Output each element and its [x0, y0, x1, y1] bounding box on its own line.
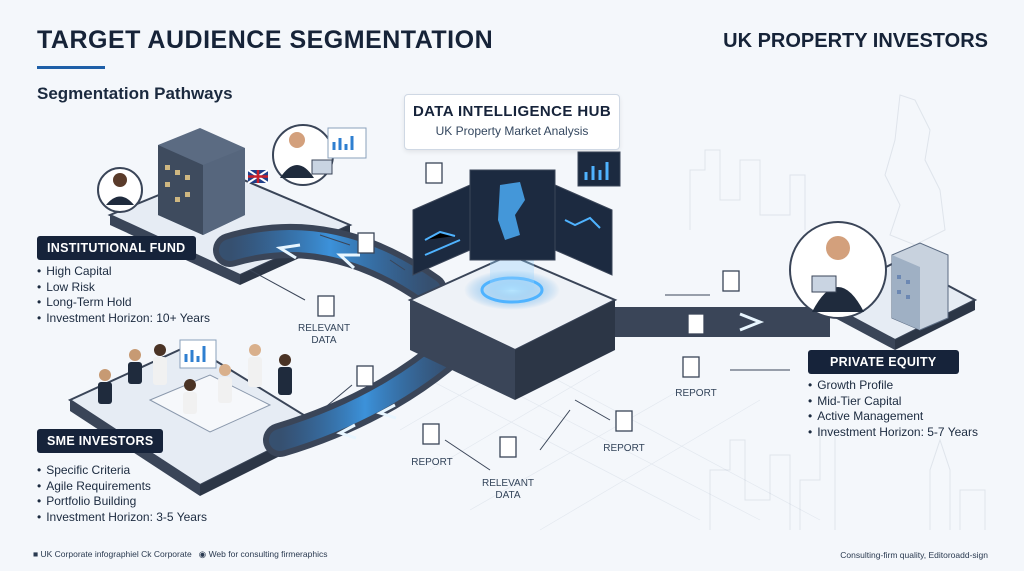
private-equity-platform — [789, 221, 978, 350]
skyline — [689, 94, 986, 530]
institutional-avatar — [97, 167, 143, 213]
private-equity-tag: PRIVATE EQUITY — [808, 350, 959, 374]
bullet-item: Investment Horizon: 10+ Years — [37, 311, 210, 327]
flow-label-report: REPORT — [675, 388, 717, 399]
title-underline — [37, 66, 105, 69]
section-heading: Segmentation Pathways — [37, 84, 233, 103]
flow-label-relevant-data: RELEVANT DATA — [298, 323, 351, 346]
flow-label-report: REPORT — [411, 457, 453, 468]
page-title: TARGET AUDIENCE SEGMENTATION — [37, 26, 494, 54]
footer-left-text: UK Corporate infographiel Ck Corporate — [40, 549, 192, 559]
bullet-item: Agile Requirements — [37, 479, 207, 495]
document-icons — [317, 162, 740, 458]
bullet-item: Portfolio Building — [37, 494, 207, 510]
hub-subtitle: UK Property Market Analysis — [435, 124, 589, 138]
bullet-item: Investment Horizon: 5-7 Years — [808, 425, 978, 441]
footer-left-text-2: Web for consulting firmeraphics — [208, 549, 328, 559]
private-equity-bullets: Growth Profile Mid-Tier Capital Active M… — [808, 378, 978, 440]
bullet-item: High Capital — [37, 264, 210, 280]
flow-path-private-equity — [600, 307, 830, 337]
page-subtitle: UK PROPERTY INVESTORS — [723, 30, 988, 52]
footer-dot-icon: ◉ — [198, 549, 209, 559]
footer-right: Consulting-firm quality, Editoroadd-sign — [840, 550, 988, 560]
connector-lines — [249, 234, 790, 471]
grid-floor — [399, 359, 821, 531]
central-hub — [407, 151, 621, 400]
hub-label-box: DATA INTELLIGENCE HUB UK Property Market… — [404, 94, 620, 150]
bullet-item: Mid-Tier Capital — [808, 394, 978, 410]
hub-title: DATA INTELLIGENCE HUB — [412, 103, 612, 120]
flow-path-institutional — [213, 224, 447, 307]
sme-bullets: Specific Criteria Agile Requirements Por… — [37, 463, 207, 525]
bullet-item: Active Management — [808, 409, 978, 425]
footer-dot-icon: ■ — [33, 549, 41, 559]
bullet-item: Growth Profile — [808, 378, 978, 394]
bullet-item: Long-Term Hold — [37, 295, 210, 311]
bullet-item: Low Risk — [37, 280, 210, 296]
flow-label-report: REPORT — [603, 443, 645, 454]
bullet-item: Specific Criteria — [37, 463, 207, 479]
flow-label-relevant-data: RELEVANT DATA — [481, 478, 535, 501]
institutional-fund-tag: INSTITUTIONAL FUND — [37, 236, 196, 260]
sme-investors-tag: SME INVESTORS — [37, 429, 164, 453]
footer-left: ■ UK Corporate infographiel Ck Corporate… — [33, 549, 327, 560]
institutional-bullets: High Capital Low Risk Long-Term Hold Inv… — [37, 264, 210, 326]
analyst-avatar — [272, 124, 367, 186]
bullet-item: Investment Horizon: 3-5 Years — [37, 510, 207, 526]
flow-path-sme — [263, 333, 467, 457]
